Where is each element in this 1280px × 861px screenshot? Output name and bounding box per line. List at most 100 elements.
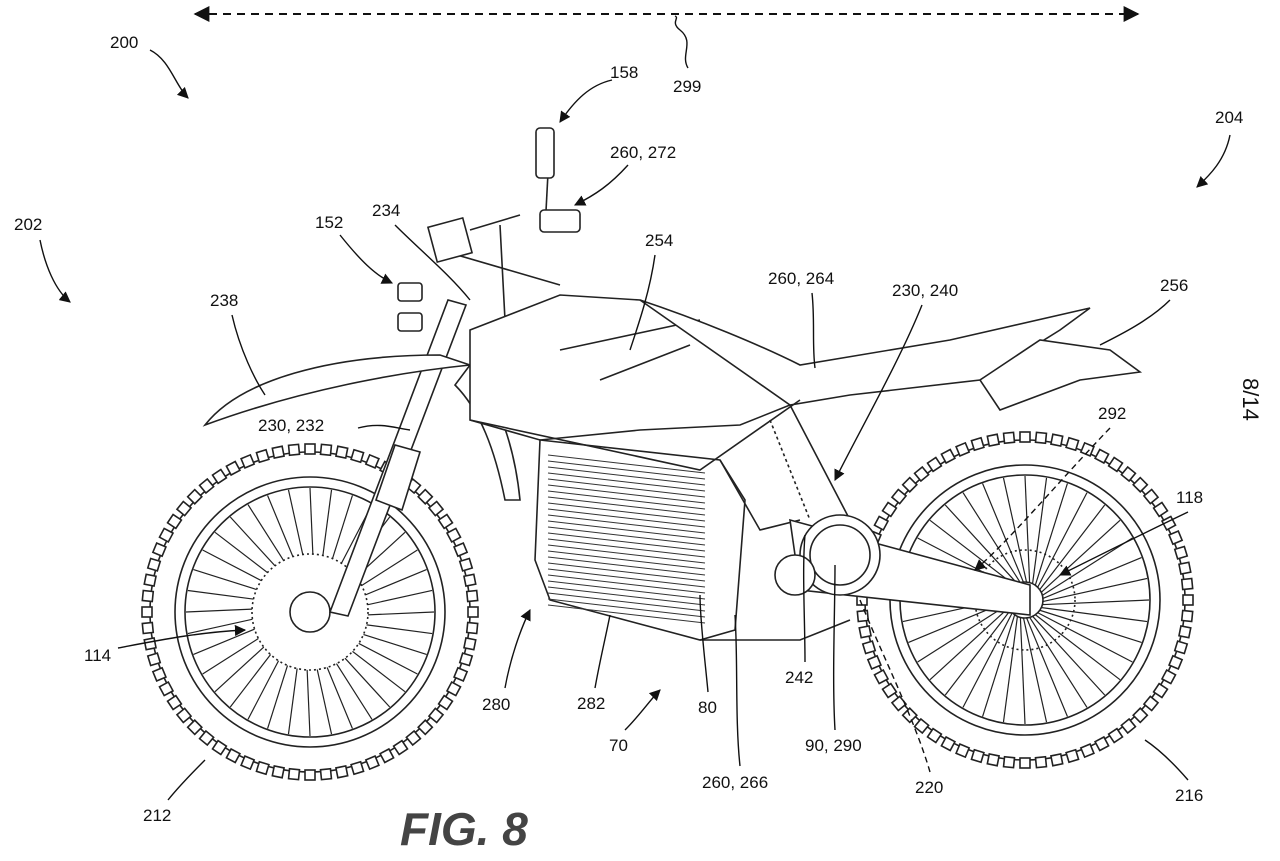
tire-knob: [1132, 476, 1149, 493]
tire-knob: [1107, 456, 1124, 473]
battery-fin: [547, 484, 706, 504]
spoke: [1031, 611, 1121, 681]
front-fender: [202, 354, 471, 427]
tire-knob: [304, 443, 316, 455]
tire-knob: [225, 460, 242, 477]
label-256: 256: [1160, 276, 1188, 295]
tire-knob: [151, 666, 167, 682]
tire-knob: [955, 441, 971, 457]
tire-knob: [970, 748, 985, 764]
tire-knob: [143, 636, 157, 651]
tire-knob: [453, 666, 469, 682]
battery-fin: [547, 466, 706, 486]
spoke: [1031, 477, 1048, 588]
tire-knob: [240, 453, 256, 469]
tire-knob: [186, 488, 203, 505]
tire-knob: [304, 769, 316, 781]
battery-fin: [547, 460, 706, 480]
tire-knob: [158, 527, 175, 544]
battery-fin: [547, 454, 706, 474]
tire-knob: [334, 765, 349, 779]
tire-knob: [287, 443, 301, 457]
spoke: [1002, 477, 1029, 587]
leader-lines: [39, 15, 1231, 801]
spoke: [1036, 504, 1106, 594]
label-70: 70: [609, 736, 628, 755]
spoke: [962, 492, 1024, 587]
spoke: [1038, 599, 1150, 606]
spoke: [1033, 610, 1133, 663]
tire-knob: [1049, 753, 1064, 767]
tire-knob: [211, 739, 228, 756]
spoke: [982, 610, 1017, 717]
battery-fin: [547, 532, 706, 552]
battery-fin: [547, 496, 706, 516]
tire-knob: [319, 767, 333, 781]
tire-knob: [143, 573, 157, 588]
tire-knob: [1120, 717, 1137, 735]
tire-knob: [940, 735, 957, 752]
battery-fin: [547, 478, 706, 498]
tire-knob: [986, 753, 1001, 767]
tire-knob: [458, 652, 474, 667]
tire-knob: [873, 515, 890, 532]
spoke: [1038, 537, 1133, 599]
battery-fin: [547, 598, 706, 618]
tire-knob: [866, 654, 882, 670]
seat: [639, 299, 1091, 406]
battery-fin: [547, 574, 706, 594]
label-200: 200: [110, 33, 138, 52]
tire-knob: [427, 707, 445, 724]
battery-fin: [547, 604, 706, 624]
tire-knob: [445, 527, 462, 544]
tire-knob: [926, 727, 943, 744]
tire-knob: [458, 557, 474, 572]
tire-knob: [1034, 431, 1048, 445]
label-90-290: 90, 290: [805, 736, 862, 755]
tire-knob: [463, 573, 477, 588]
motorcycle-drawing: [141, 127, 1194, 781]
tire-knob: [364, 453, 380, 469]
label-282: 282: [577, 694, 605, 713]
tire-knob: [873, 668, 890, 685]
rim: [184, 486, 436, 738]
tire-knob: [913, 465, 930, 483]
tire-knob: [166, 694, 183, 711]
label-238: 238: [210, 291, 238, 310]
label-118: 118: [1176, 488, 1203, 507]
tire-knob: [856, 609, 870, 623]
spoke: [1037, 606, 1148, 623]
tire-knob: [240, 755, 256, 771]
label-230-232: 230, 232: [258, 416, 324, 435]
label-152: 152: [315, 213, 343, 232]
battery-fin: [547, 556, 706, 576]
tire-knob: [334, 445, 349, 459]
tire-knob: [1049, 433, 1064, 447]
tire-knob: [427, 500, 445, 517]
tire-knob: [467, 606, 479, 618]
tire-knob: [453, 542, 469, 558]
spoke: [1029, 612, 1106, 696]
label-216: 216: [1175, 786, 1203, 805]
spoke: [1026, 613, 1088, 708]
tire-knob: [198, 729, 215, 747]
spoke: [1024, 475, 1031, 587]
spoke: [962, 608, 1015, 708]
tire-knob: [141, 621, 155, 635]
label-292: 292: [1098, 404, 1126, 423]
tire-knob: [151, 542, 167, 558]
tire-knob: [141, 589, 155, 603]
label-260-266: 260, 266: [702, 773, 768, 792]
tire-knob: [158, 680, 175, 697]
tire-knob: [970, 436, 985, 452]
tire-knob: [463, 636, 477, 651]
tire-knob: [913, 717, 930, 735]
tire-knob: [198, 477, 215, 495]
tire-knob: [225, 747, 242, 764]
spoke: [929, 519, 1019, 589]
battery-fin: [547, 514, 706, 534]
tire-knob: [417, 488, 434, 505]
spoke: [1033, 483, 1068, 590]
battery-fin: [547, 568, 706, 588]
battery-fin: [547, 562, 706, 582]
